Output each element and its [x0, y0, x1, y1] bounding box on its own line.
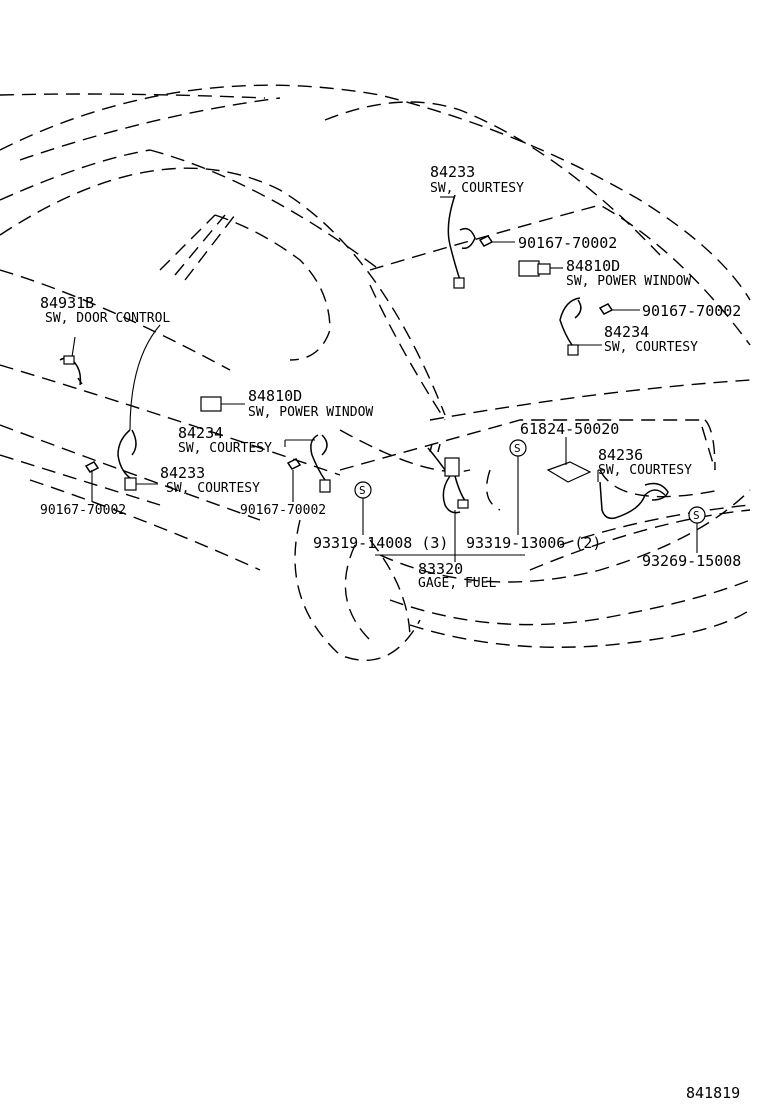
- screw-symbol-right-text: S: [693, 509, 700, 522]
- courtesy-switch-top: [447, 194, 476, 289]
- part-number-90167-top: 90167-70002: [518, 234, 617, 252]
- car-body-outline: [0, 84, 751, 662]
- part-desc-84931B: SW, DOOR CONTROL: [45, 311, 170, 326]
- part-number-93319-13006: 93319-13006 (2): [466, 534, 601, 552]
- part-number-84234-mid: 84234: [178, 424, 223, 442]
- part-desc-84234-mid: SW, COURTESY: [178, 441, 272, 456]
- part-desc-84236: SW, COURTESY: [598, 463, 692, 478]
- part-desc-84233-left: SW, COURTESY: [166, 481, 260, 496]
- diagram-id: 841819: [686, 1084, 740, 1102]
- part-number-84931B: 84931B: [40, 294, 94, 312]
- part-desc-84810D-mid: SW, POWER WINDOW: [248, 405, 373, 420]
- door-control-lead: [129, 324, 161, 431]
- door-control-switch: [59, 336, 83, 386]
- part-number-61824: 61824-50020: [520, 420, 619, 438]
- part-labels: 84233 SW, COURTESY 90167-70002 84810D SW…: [40, 163, 741, 1102]
- part-number-93269: 93269-15008: [642, 552, 741, 570]
- part-number-90167-mid: 90167-70002: [240, 503, 326, 518]
- clip-right: [598, 303, 640, 315]
- part-number-90167-left: 90167-70002: [40, 503, 126, 518]
- screw-symbol-left-text: S: [359, 484, 366, 497]
- part-number-84233-top: 84233: [430, 163, 475, 181]
- courtesy-switch-left: [117, 429, 158, 491]
- screw-symbol-left: [354, 481, 372, 535]
- part-number-90167-right: 90167-70002: [642, 302, 741, 320]
- courtesy-switch-trunk: [597, 470, 669, 520]
- courtesy-switch-mid: [284, 434, 331, 493]
- part-number-84236: 84236: [598, 446, 643, 464]
- power-window-switch-top: [518, 260, 563, 277]
- screw-symbol-right: [688, 506, 706, 553]
- clip-left: [84, 461, 100, 502]
- part-number-84810D-mid: 84810D: [248, 387, 302, 405]
- clip-top: [478, 235, 515, 247]
- courtesy-switch-right: [559, 297, 602, 356]
- fuel-gage-sender: [427, 443, 469, 555]
- part-desc-84233-top: SW, COURTESY: [430, 181, 524, 196]
- power-window-switch-mid: [200, 396, 245, 412]
- part-number-84233-left: 84233: [160, 464, 205, 482]
- fuel-gage-bracket: [375, 554, 525, 562]
- part-number-84810D-top: 84810D: [566, 257, 620, 275]
- part-number-84234-right: 84234: [604, 323, 649, 341]
- service-hole-cover: [546, 437, 592, 483]
- clip-mid: [286, 458, 302, 502]
- part-desc-84810D-top: SW, POWER WINDOW: [566, 274, 691, 289]
- part-desc-84234-right: SW, COURTESY: [604, 340, 698, 355]
- part-number-83320: 83320: [418, 560, 463, 578]
- part-number-93319-14008: 93319-14008 (3): [313, 534, 448, 552]
- screw-symbol-mid: [509, 439, 527, 535]
- screw-symbol-mid-text: S: [514, 442, 521, 455]
- part-desc-83320: GAGE, FUEL: [418, 576, 496, 591]
